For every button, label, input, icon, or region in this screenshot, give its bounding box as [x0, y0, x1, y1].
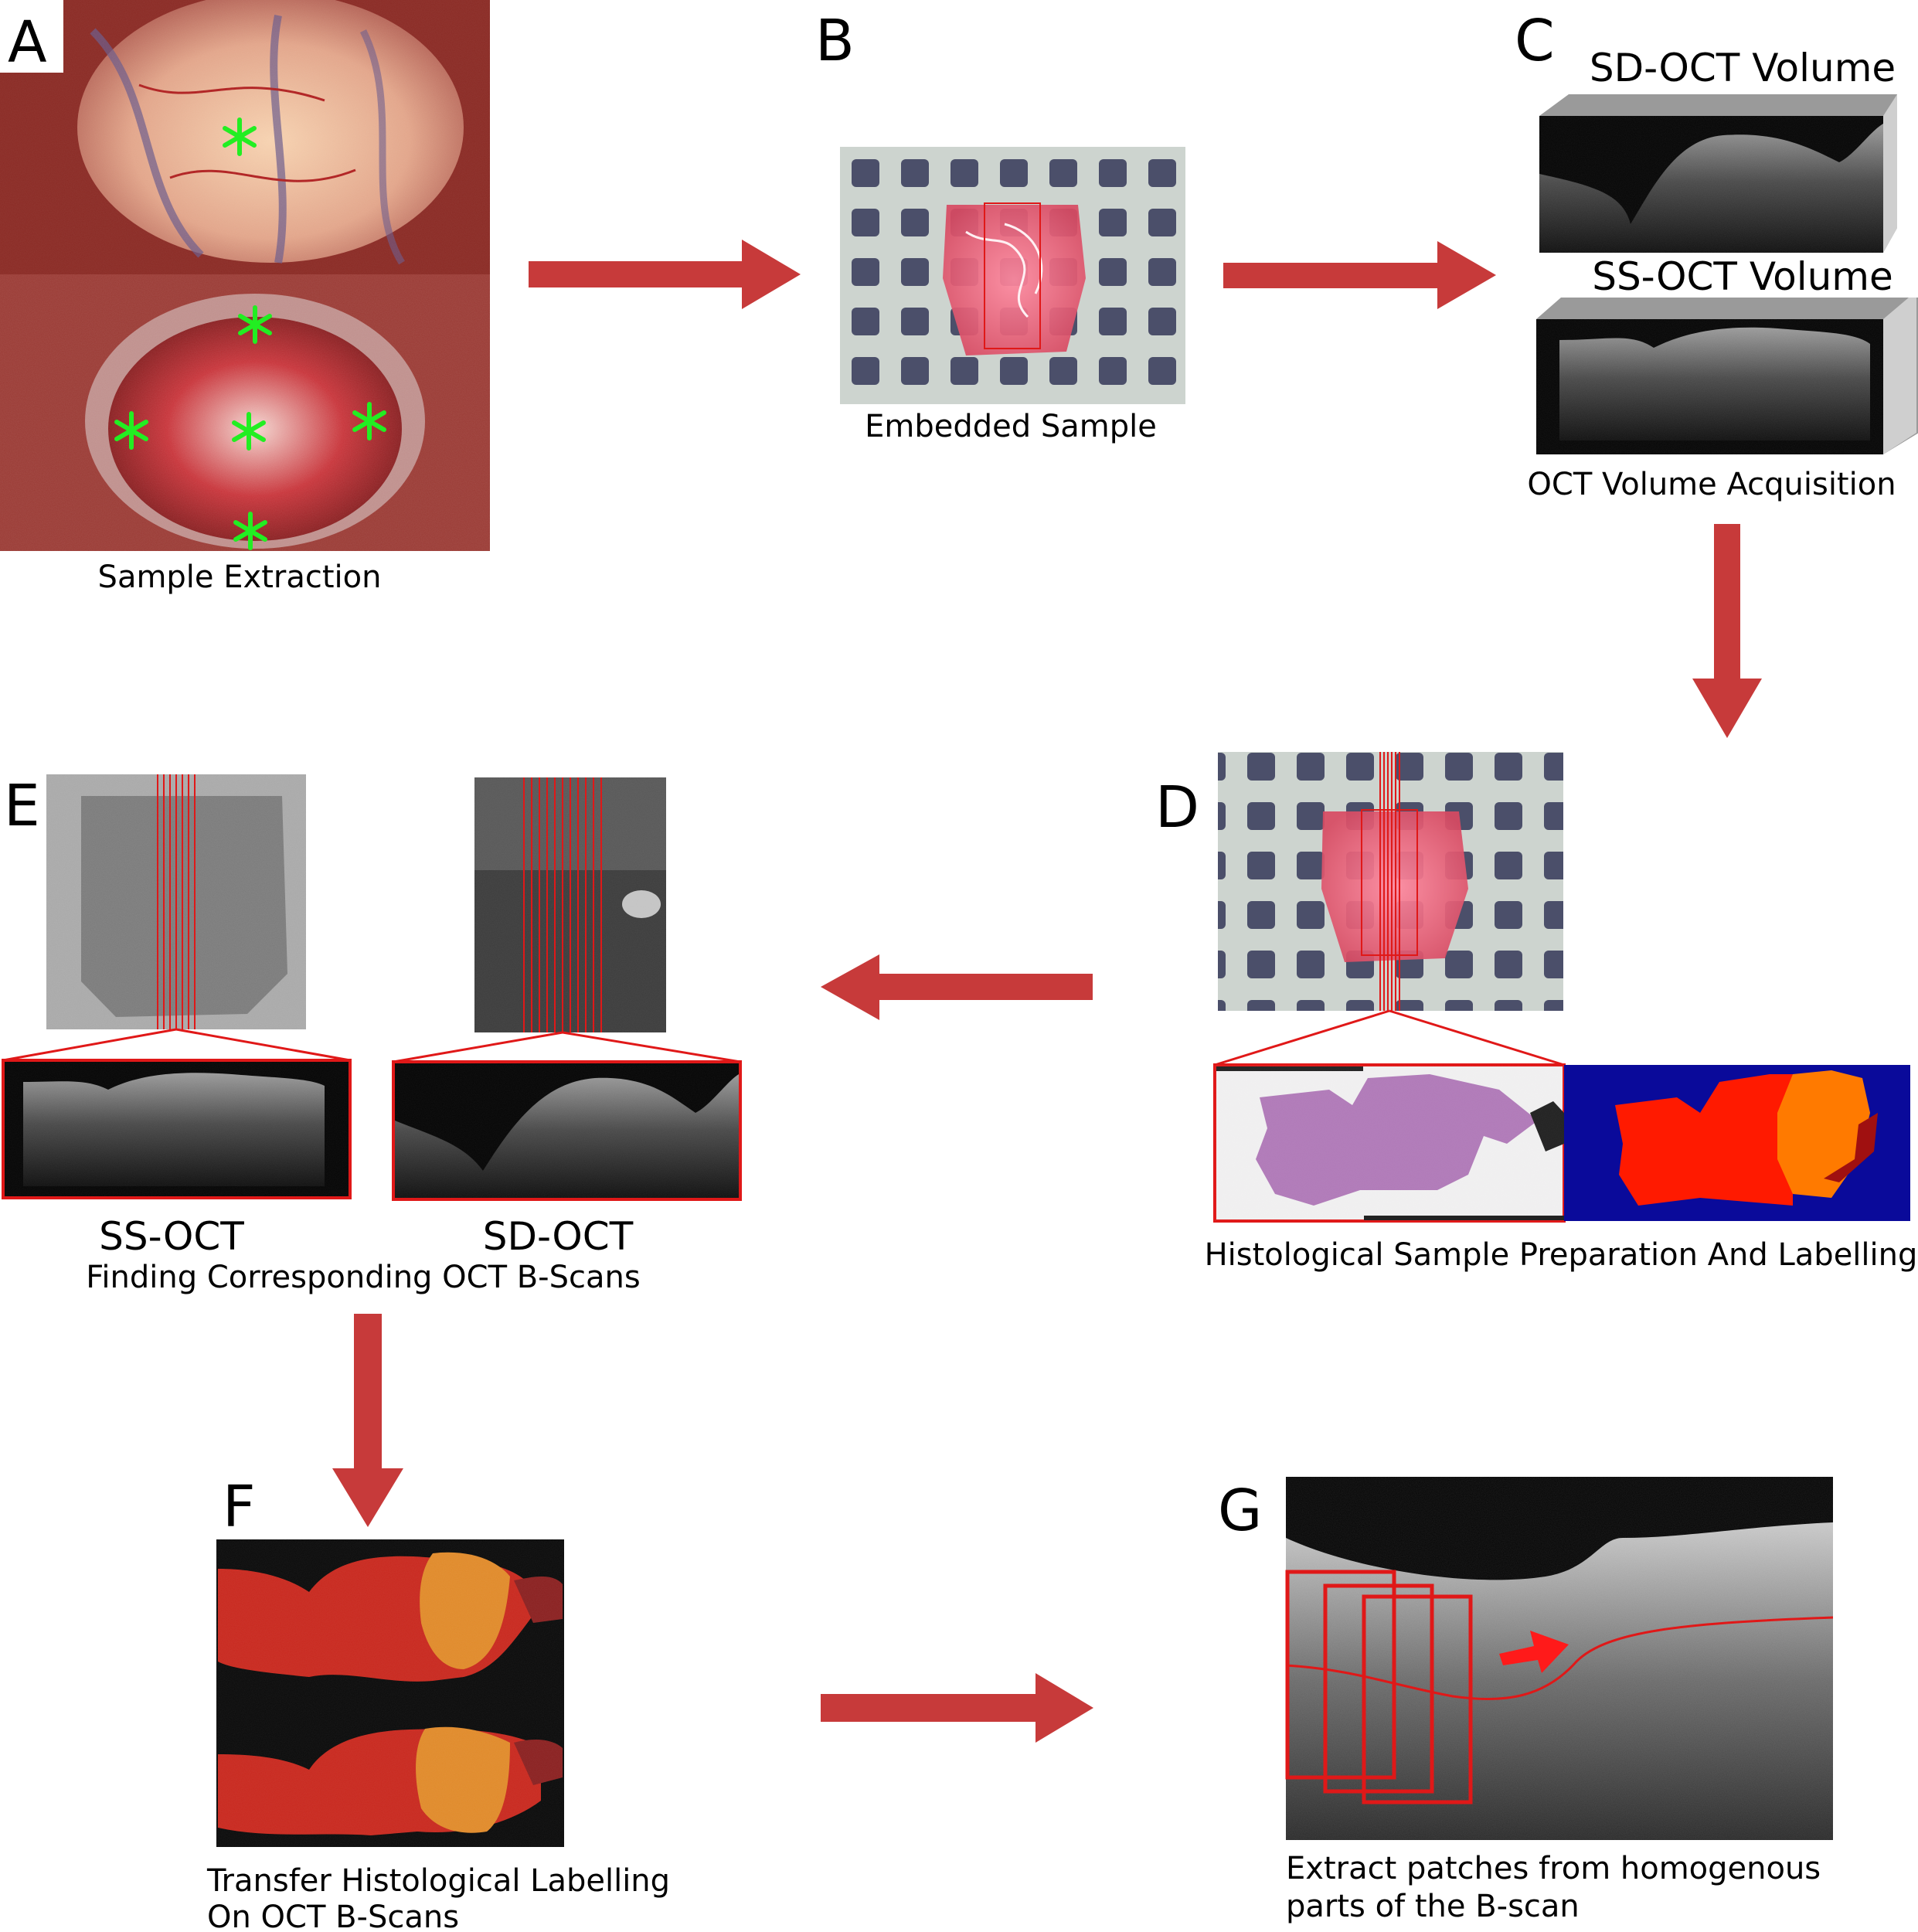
panel-d: D — [1155, 752, 1917, 1273]
sd-oct-en-face — [474, 777, 666, 1032]
panel-b: B Embedded Sample — [815, 8, 1185, 444]
direction-arrow — [1499, 1631, 1569, 1673]
arrow-b-to-c — [1223, 241, 1496, 309]
arrow-d-to-e — [821, 954, 1093, 1020]
panel-f: F Transfer Histological Labelling On OCT… — [206, 1474, 670, 1932]
sample-marker-3 — [114, 411, 148, 450]
panel-a: A Sample Extraction — [0, 0, 490, 595]
panel-d-caption: Histological Sample Preparation And Labe… — [1205, 1237, 1918, 1273]
panel-d-label: D — [1155, 774, 1199, 841]
panel-f-caption-line2: On OCT B-Scans — [207, 1900, 459, 1932]
sample-marker-2 — [238, 305, 272, 344]
panel-g-label: G — [1218, 1478, 1262, 1544]
labelled-bscan-top — [216, 1539, 564, 1704]
sample-marker-1 — [223, 117, 257, 156]
layer-boundary-line — [1285, 1616, 1834, 1701]
arrow-a-to-b — [529, 240, 801, 309]
ss-oct-en-face — [46, 774, 306, 1029]
sd-oct-bscan — [392, 1060, 742, 1201]
panel-f-caption-line1: Transfer Histological Labelling — [206, 1863, 670, 1899]
panel-c-label: C — [1515, 8, 1555, 74]
sd-oct-volume-title: SD-OCT Volume — [1590, 46, 1896, 90]
surgical-photo-top — [0, 0, 490, 274]
sample-markers — [114, 117, 386, 550]
slice-lines — [1379, 752, 1400, 1011]
ss-oct-volume — [1536, 298, 1918, 454]
patch-box — [1362, 1594, 1473, 1804]
arrow-c-to-d — [1692, 524, 1762, 738]
bscan-with-patches — [1285, 1477, 1834, 1840]
sample-marker-5 — [352, 402, 386, 440]
panel-a-caption: Sample Extraction — [98, 560, 382, 595]
slice-region-box — [1361, 809, 1418, 956]
panel-e-label: E — [4, 773, 40, 839]
slice-lines — [523, 777, 602, 1032]
panel-g-caption-line1: Extract patches from homogenous — [1286, 1851, 1821, 1886]
panel-a-label-box: A — [0, 0, 63, 76]
panel-a-label: A — [8, 9, 47, 76]
embedded-sample-photo — [840, 147, 1185, 404]
sd-oct-volume — [1539, 94, 1897, 253]
panel-c-caption: OCT Volume Acquisition — [1527, 467, 1896, 502]
panel-c: C SD-OCT Volume SS-OCT Volume OCT Volume… — [1515, 8, 1918, 502]
panel-f-label: F — [223, 1474, 256, 1540]
labelled-bscan-bottom — [216, 1704, 564, 1847]
patch-boxes — [1285, 1570, 1473, 1804]
sample-marker-4 — [232, 412, 266, 451]
slice-region-box — [984, 202, 1041, 349]
panel-b-label: B — [815, 8, 855, 74]
arrow-f-to-g — [821, 1673, 1093, 1743]
zoom-lines-d — [1214, 1009, 1565, 1066]
ss-oct-bscan — [2, 1059, 352, 1199]
panel-e-caption: Finding Corresponding OCT B-Scans — [86, 1260, 640, 1295]
sd-oct-label: SD-OCT — [483, 1214, 634, 1259]
zoom-lines-e — [2, 1028, 741, 1063]
ss-oct-volume-title: SS-OCT Volume — [1592, 254, 1893, 299]
patch-box — [1285, 1570, 1396, 1780]
panel-g-caption-line2: parts of the B-scan — [1286, 1889, 1580, 1924]
arrow-e-to-f — [332, 1314, 403, 1527]
ss-oct-label: SS-OCT — [99, 1214, 244, 1259]
panel-e: E — [2, 773, 742, 1295]
histology-label-map — [1564, 1065, 1910, 1221]
sample-marker-6 — [233, 512, 267, 550]
patch-box — [1323, 1583, 1434, 1794]
panel-b-caption: Embedded Sample — [865, 409, 1157, 444]
panel-g: G Extract patches from homogenous parts … — [1218, 1477, 1834, 1924]
surgical-photo-bottom — [0, 274, 490, 551]
embedded-sample-photo-sliced — [1218, 752, 1563, 1011]
slice-lines — [157, 774, 196, 1029]
he-stained-section — [1213, 1063, 1566, 1223]
